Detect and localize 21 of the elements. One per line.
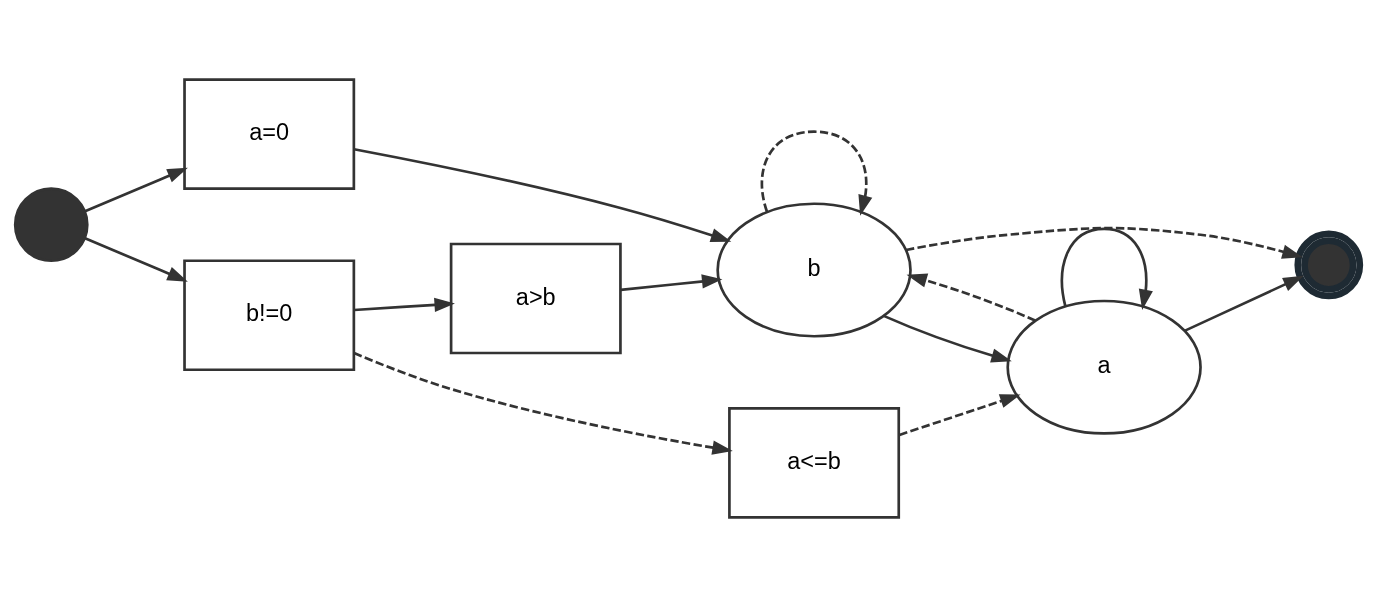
node-box: a>b	[449, 242, 622, 355]
node-box: a<=b	[728, 407, 901, 519]
arrow	[84, 167, 188, 213]
arrow	[899, 394, 1021, 437]
node-box: a=0	[183, 78, 356, 190]
arrow	[353, 351, 733, 455]
node-ellipse: b	[716, 202, 912, 338]
node-ellipse: a	[1006, 299, 1202, 435]
arrow	[906, 273, 1036, 322]
arrow	[1060, 227, 1153, 311]
node-box: b!=0	[183, 259, 356, 372]
arrow	[353, 147, 732, 243]
arrow	[354, 297, 455, 312]
arrow	[760, 130, 873, 216]
arrow	[84, 237, 188, 282]
arrow	[883, 314, 1012, 363]
node-circle	[13, 187, 89, 263]
arrow	[905, 226, 1303, 259]
arrow	[1184, 275, 1304, 332]
arrow	[620, 274, 723, 292]
node-circle	[1294, 230, 1364, 300]
